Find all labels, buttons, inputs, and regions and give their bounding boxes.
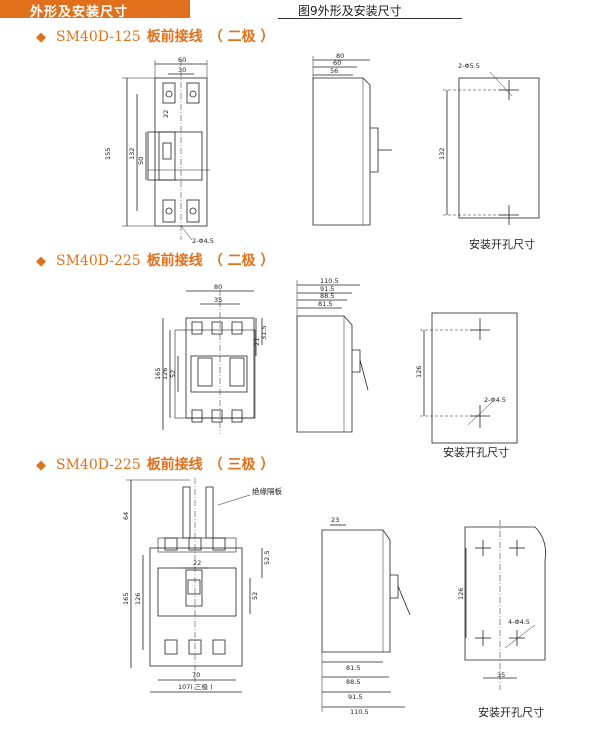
dim-225-3p-d23: 23: [331, 516, 339, 524]
dim-225-3p-w70: 70: [192, 671, 200, 679]
dim-225-3p-d81-5: 81.5: [346, 664, 360, 672]
cutout-225-2p-holes: 2-Φ4.5: [484, 396, 506, 404]
side-view-125: [312, 56, 392, 226]
cutout-125-h132: 132: [438, 148, 446, 160]
header-tab-label: 外形及安装尺寸: [30, 5, 129, 20]
cutout-225-3p-h126: 126: [457, 588, 465, 600]
dim-225-3p-d110-5: 110.5: [350, 708, 369, 716]
side-view-225-2p: [296, 280, 369, 433]
dim-225-3p-h52-5: 52.5: [263, 551, 271, 565]
dim-225-3p-d91-5: 91.5: [348, 693, 362, 701]
dim-125-w60: 60: [178, 56, 186, 64]
cutout-225-3p-w35: 35: [497, 671, 505, 679]
dim-225-3p-h64: 64: [122, 512, 130, 520]
header-tab: 外形及安装尺寸: [0, 0, 190, 20]
dim-125-h132: 132: [128, 148, 136, 160]
cutout-125: [443, 71, 540, 225]
cutout-125-holes: 2-Φ5.5: [458, 62, 480, 70]
dim-225-3p-d88-5: 88.5: [346, 678, 360, 686]
dim-125-h155: 155: [104, 148, 112, 160]
front-view-225-2p: [162, 290, 263, 434]
dim-225-3p-h126: 126: [134, 593, 142, 605]
side-view-225-3p: [321, 524, 411, 712]
diamond-bullet-icon: ◆: [36, 254, 46, 269]
dim-125-holes: 2-Φ4.5: [192, 237, 214, 245]
dim-125-w30: 30: [178, 66, 186, 74]
dim-125-h50: 50: [137, 157, 145, 165]
figure-caption-rule: [278, 18, 462, 19]
dim-225-2p-h21: 21: [253, 338, 261, 346]
diamond-bullet-icon: ◆: [36, 458, 46, 473]
front-view-125: [122, 60, 210, 241]
dim-125-d60: 60: [333, 59, 341, 67]
dim-225-3p-h165: 165: [122, 593, 130, 605]
dim-225-2p-h165: 165: [154, 368, 162, 380]
dim-125-d56: 56: [330, 67, 338, 75]
diamond-bullet-icon: ◆: [36, 30, 46, 45]
dim-125-h22: 22: [162, 110, 170, 118]
dim-225-2p-w80: 80: [214, 283, 222, 291]
hole-caption-3: 安装开孔尺寸: [478, 705, 544, 719]
figure-caption: 图9外形及安装尺寸: [298, 4, 402, 18]
front-view-225-3p: [126, 478, 263, 693]
dim-225-3p-w22: 22: [193, 559, 201, 567]
hole-caption-1: 安装开孔尺寸: [469, 237, 535, 251]
dim-225-2p-h31-5: 31.5: [260, 326, 268, 340]
dim-225-2p-d91-5: 91.5: [320, 285, 334, 293]
cutout-225-2p: [420, 312, 518, 444]
dim-125-d80: 80: [336, 52, 344, 60]
dim-225-2p-d88-5: 88.5: [320, 292, 334, 300]
dim-225-2p-d81-5: 81.5: [318, 300, 332, 308]
dim-225-2p-d110-5: 110.5: [320, 277, 339, 285]
hole-caption-2: 安装开孔尺寸: [443, 445, 509, 459]
dim-225-3p-w107: 107( 三极 ): [178, 682, 213, 691]
partition-label: 绝缘隔板: [252, 486, 282, 496]
dim-225-2p-h52: 52: [169, 370, 177, 378]
cutout-225-2p-h126: 126: [415, 366, 423, 378]
cutout-225-3p: [464, 520, 546, 690]
dim-225-3p-h52: 52: [251, 592, 259, 600]
dim-225-2p-h126: 126: [161, 368, 169, 380]
dim-225-2p-w35: 35: [214, 296, 222, 304]
cutout-225-3p-holes: 4-Φ4.5: [508, 618, 530, 626]
